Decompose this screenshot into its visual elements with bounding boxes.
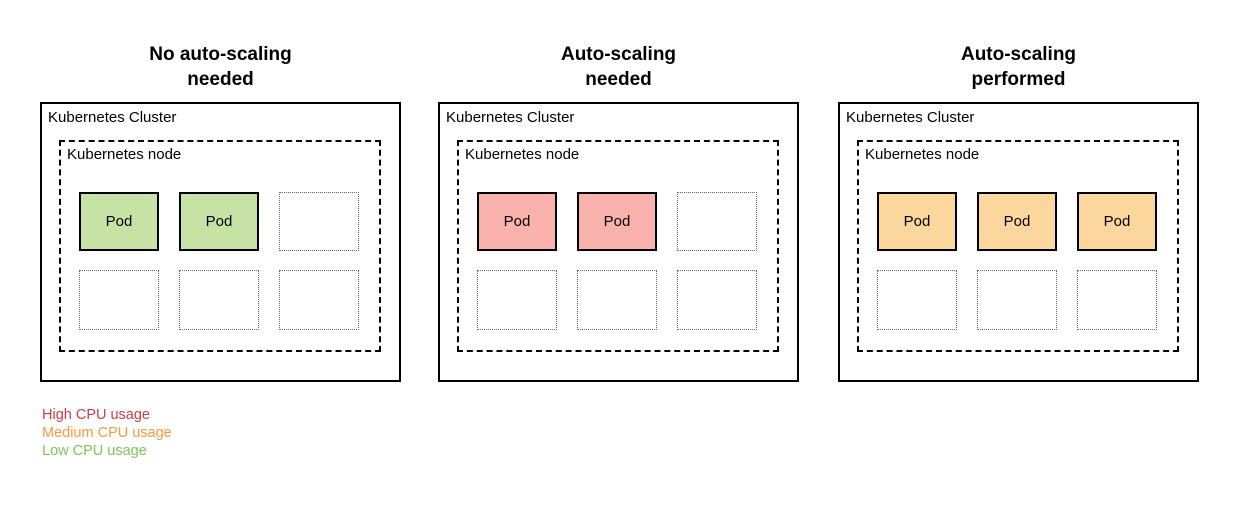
node-label: Kubernetes node (865, 146, 980, 163)
panel-title: Auto-scaling performed (838, 42, 1199, 92)
empty-pod-slot (677, 192, 757, 251)
pod: Pod (577, 192, 657, 251)
pod: Pod (79, 192, 159, 251)
pod: Pod (1077, 192, 1157, 251)
panel-title: No auto-scaling needed (40, 42, 401, 92)
empty-pod-slot (79, 270, 159, 330)
empty-pod-slot (477, 270, 557, 330)
legend-item-high-cpu: High CPU usage (42, 407, 150, 423)
pod: Pod (977, 192, 1057, 251)
empty-pod-slot (279, 270, 359, 330)
empty-pod-slot (877, 270, 957, 330)
cluster-label: Kubernetes Cluster (446, 109, 575, 126)
kubernetes-node-box: Kubernetes node Pod Pod (457, 140, 779, 352)
cluster-label: Kubernetes Cluster (48, 109, 177, 126)
panel-title-line1: Auto-scaling (960, 44, 1077, 65)
empty-pod-slot (1077, 270, 1157, 330)
pod-grid: Pod Pod (79, 192, 359, 330)
panel-autoscaling-needed: Auto-scaling needed Kubernetes Cluster K… (438, 42, 799, 382)
empty-pod-slot (179, 270, 259, 330)
panel-title-line1: Auto-scaling (560, 44, 677, 65)
panel-title-line1: No auto-scaling (149, 44, 292, 65)
panel-title-line2: needed (585, 69, 652, 90)
panel-title-line2: performed (971, 69, 1066, 90)
panel-title: Auto-scaling needed (438, 42, 799, 92)
node-label: Kubernetes node (67, 146, 182, 163)
empty-pod-slot (279, 192, 359, 251)
cpu-usage-legend: High CPU usage Medium CPU usage Low CPU … (42, 406, 172, 460)
panel-no-autoscaling-needed: No auto-scaling needed Kubernetes Cluste… (40, 42, 401, 382)
node-label: Kubernetes node (465, 146, 580, 163)
legend-item-low-cpu: Low CPU usage (42, 443, 147, 459)
cluster-label: Kubernetes Cluster (846, 109, 975, 126)
pod: Pod (477, 192, 557, 251)
empty-pod-slot (677, 270, 757, 330)
legend-item-medium-cpu: Medium CPU usage (42, 425, 172, 441)
pod-grid: Pod Pod (477, 192, 757, 330)
panel-title-line2: needed (187, 69, 254, 90)
panel-autoscaling-performed: Auto-scaling performed Kubernetes Cluste… (838, 42, 1199, 382)
pod: Pod (877, 192, 957, 251)
empty-pod-slot (577, 270, 657, 330)
kubernetes-node-box: Kubernetes node Pod Pod (59, 140, 381, 352)
kubernetes-node-box: Kubernetes node Pod Pod Pod (857, 140, 1179, 352)
empty-pod-slot (977, 270, 1057, 330)
pod: Pod (179, 192, 259, 251)
pod-grid: Pod Pod Pod (877, 192, 1157, 330)
